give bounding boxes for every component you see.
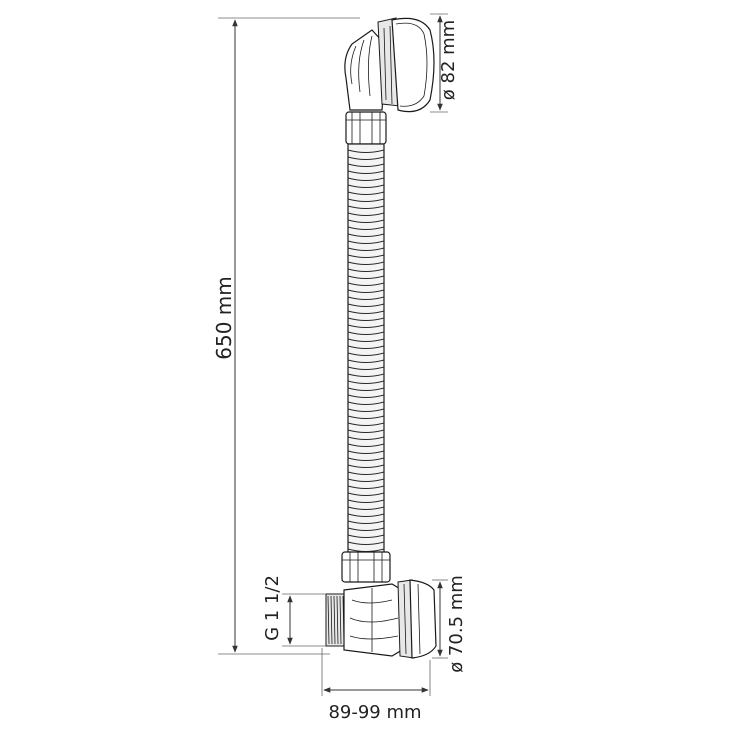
top-diameter-dimension: ø 82 mm: [430, 13, 459, 113]
hose-rib: [347, 541, 385, 545]
hose-rib: [347, 310, 385, 314]
hose-rib: [347, 359, 385, 363]
hose-ribs: [347, 149, 385, 552]
hose-rib: [347, 499, 385, 503]
hose-rib: [347, 408, 385, 412]
hose-rib: [347, 478, 385, 482]
hose-rib: [347, 450, 385, 454]
hose-rib: [347, 219, 385, 223]
hose-rib: [347, 212, 385, 216]
hose-rib: [347, 205, 385, 209]
thread-line: [339, 595, 342, 645]
hose-rib: [347, 163, 385, 167]
hose-rib: [347, 366, 385, 370]
hose-rib: [347, 457, 385, 461]
hose-rib: [347, 345, 385, 349]
thread-line: [333, 595, 336, 645]
hose-rib: [347, 268, 385, 272]
hose-rib: [347, 191, 385, 195]
hose-rib: [347, 254, 385, 258]
hose-rib: [347, 331, 385, 335]
hose-rib: [347, 226, 385, 230]
width-dimension: 89-99 mm: [321, 648, 431, 723]
hose-rib: [347, 282, 385, 286]
hose-rib: [347, 373, 385, 377]
hose-rib: [347, 492, 385, 496]
hose-rib: [347, 338, 385, 342]
hose-rib: [347, 443, 385, 447]
hose-rib: [347, 317, 385, 321]
hose-rib: [347, 170, 385, 174]
hose-rib: [347, 156, 385, 160]
hose-rib: [347, 177, 385, 181]
thread-line: [336, 595, 339, 645]
hose-rib: [347, 485, 385, 489]
hose-rib: [347, 247, 385, 251]
hose-rib: [347, 534, 385, 538]
hose-rib: [347, 527, 385, 531]
hose-rib: [347, 471, 385, 475]
hose-rib: [347, 436, 385, 440]
hose-rib: [347, 464, 385, 468]
hose-rib: [347, 422, 385, 426]
hose-rib: [347, 520, 385, 524]
bottom-diameter-label: ø 70.5 mm: [446, 575, 467, 673]
hose-rib: [347, 303, 385, 307]
thread-line: [330, 595, 333, 645]
hose-rib: [347, 296, 385, 300]
overflow-head: [344, 17, 435, 113]
hose-rib: [347, 513, 385, 517]
hose-rib: [347, 275, 385, 279]
hose-rib: [347, 429, 385, 433]
thread-line: [327, 595, 330, 645]
thread-label: G 1 1/2: [262, 575, 283, 641]
hose-rib: [347, 149, 385, 153]
hose-rib: [347, 198, 385, 202]
length-dimension: 650 mm: [212, 17, 360, 655]
top-nut: [345, 111, 387, 145]
hose-rib: [347, 289, 385, 293]
hose-rib: [347, 380, 385, 384]
thread-dimension: G 1 1/2: [262, 575, 326, 647]
width-label: 89-99 mm: [328, 702, 421, 723]
hose-rib: [347, 394, 385, 398]
waste-body: [325, 579, 437, 659]
hose-rib: [347, 233, 385, 237]
hose-rib: [347, 352, 385, 356]
hose-rib: [347, 415, 385, 419]
hose-rib: [347, 387, 385, 391]
corrugated-hose: [347, 143, 385, 555]
hose-rib: [347, 401, 385, 405]
hose-rib: [347, 506, 385, 510]
hose-rib: [347, 261, 385, 265]
hose-rib: [347, 240, 385, 244]
top-diameter-label: ø 82 mm: [438, 20, 459, 100]
hose-rib: [347, 324, 385, 328]
length-label: 650 mm: [212, 276, 236, 360]
bottom-diameter-dimension: ø 70.5 mm: [432, 575, 467, 673]
bottom-nut: [341, 551, 391, 583]
hose-rib: [347, 184, 385, 188]
